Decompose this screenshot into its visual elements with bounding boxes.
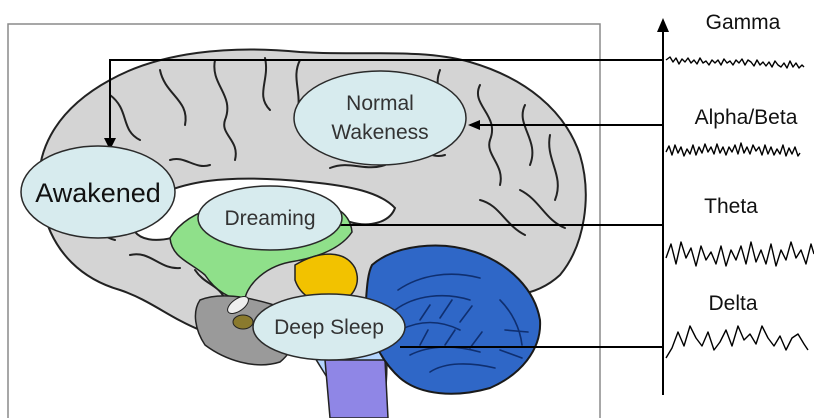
alpha-beta-label: Alpha/Beta [695, 106, 798, 129]
deep-sleep-label: Deep Sleep [274, 316, 384, 339]
dreaming-label: Dreaming [224, 207, 315, 230]
theta-wave [666, 242, 814, 266]
pituitary-region [233, 315, 253, 329]
awakened-label: Awakened [35, 178, 161, 208]
normal-label-line1: Normal [346, 92, 414, 115]
gamma-label: Gamma [706, 11, 781, 34]
gamma-wave [666, 57, 804, 68]
alpha-beta-wave [666, 143, 800, 156]
medulla-region [325, 360, 388, 418]
theta-label: Theta [704, 195, 758, 218]
delta-wave [666, 326, 808, 358]
wave-axis-arrow [657, 18, 669, 32]
normal-label-line2: Wakeness [331, 121, 428, 144]
delta-label: Delta [708, 292, 757, 315]
normal-wakeness-bubble [294, 71, 466, 165]
